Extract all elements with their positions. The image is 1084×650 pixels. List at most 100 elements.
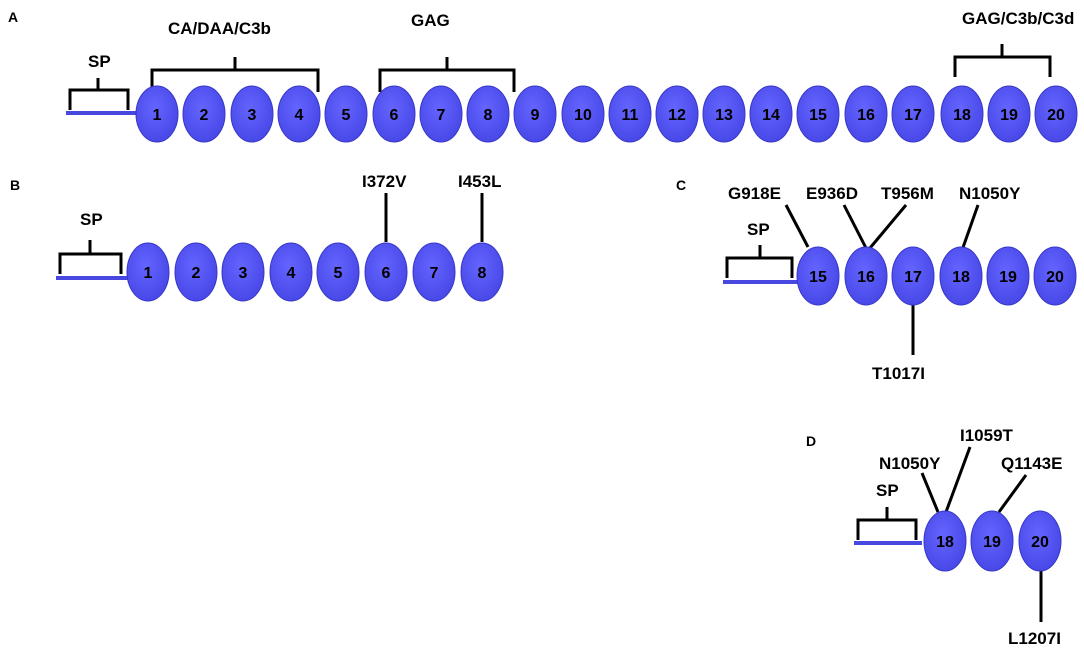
region-gag: GAG (378, 11, 516, 92)
domain-a-2-label: 2 (200, 107, 209, 124)
panel-letter-d: D (806, 433, 816, 449)
domain-b-3: 3 (221, 242, 265, 302)
mutation-d-l1207i: L1207I (1008, 570, 1061, 648)
domain-b-7-body (412, 242, 456, 302)
domain-a-19-body (987, 85, 1031, 143)
domain-a-12-body (655, 85, 699, 143)
mutation-c-t1017i: T1017I (872, 305, 925, 383)
domain-a-7-label: 7 (437, 107, 446, 124)
domain-c-16-body (844, 246, 888, 306)
mutation-label-c-t1017i: T1017I (872, 364, 925, 383)
mutation-label-c-g918e: G918E (728, 184, 781, 203)
domain-a-5-label: 5 (342, 107, 351, 124)
domain-a-18: 18 (940, 85, 984, 143)
mutation-c-t956m: T956M (868, 184, 934, 249)
domain-b-2-label: 2 (192, 265, 201, 282)
panel-b: B SP I372V I453L 1 2 3 4 5 6 7 8 (10, 172, 504, 302)
domain-a-2-body (182, 85, 226, 143)
domain-c-18-body (939, 246, 983, 306)
domain-d-18-label: 18 (936, 534, 954, 551)
sp-label-d: SP (876, 481, 899, 500)
domain-a-17-label: 17 (904, 107, 922, 124)
domain-c-15-label: 15 (809, 269, 827, 286)
mutation-label-c-e936d: E936D (806, 184, 858, 203)
panel-letter-a: A (8, 9, 18, 25)
domain-c-15: 15 (796, 246, 840, 306)
domain-a-12-label: 12 (668, 107, 686, 124)
panel-letter-b: B (10, 177, 20, 193)
region-cadaac3b: CA/DAA/C3b (150, 19, 320, 92)
domain-c-20-body (1033, 246, 1077, 306)
domain-a-9-label: 9 (531, 107, 540, 124)
domain-a-3-body (230, 85, 274, 143)
domain-a-4-label: 4 (295, 107, 304, 124)
signal-peptide-b: SP (56, 210, 128, 280)
domain-b-3-label: 3 (239, 265, 248, 282)
domain-d-19: 19 (970, 510, 1014, 572)
mutation-stick-c-e936d (842, 204, 868, 249)
domain-a-20-body (1034, 85, 1078, 143)
domain-a-9: 9 (513, 85, 557, 143)
domain-c-20-label: 20 (1046, 269, 1064, 286)
domain-b-7-label: 7 (430, 265, 439, 282)
domain-a-14-label: 14 (762, 107, 780, 124)
panel-d: D SP N1050Y I1059T Q1143E L1207I 18 19 2… (806, 426, 1062, 648)
domain-a-17: 17 (891, 85, 935, 143)
domain-a-11-label: 11 (622, 107, 639, 124)
domain-b-4: 4 (269, 242, 313, 302)
domain-a-1-label: 1 (153, 107, 162, 124)
domain-d-20-label: 20 (1031, 534, 1049, 551)
domain-a-20-label: 20 (1047, 107, 1065, 124)
mutation-c-n1050y: N1050Y (958, 184, 1021, 257)
mutation-b-i372v: I372V (362, 172, 407, 242)
domain-b-1-body (126, 242, 170, 302)
domain-c-20: 20 (1033, 246, 1077, 306)
domain-a-19: 19 (987, 85, 1031, 143)
domain-c-17-body (891, 246, 935, 306)
domain-a-16: 16 (844, 85, 888, 143)
domain-b-5: 5 (316, 242, 360, 302)
sp-brace-d (856, 507, 918, 540)
region-brace-gagc3bc3d (953, 44, 1052, 77)
domain-c-19: 19 (986, 246, 1030, 306)
domain-a-4: 4 (277, 85, 321, 143)
domain-a-19-label: 19 (1000, 107, 1018, 124)
domain-d-18-body (923, 510, 967, 572)
domain-a-14: 14 (749, 85, 793, 143)
mutation-label-d-i1059t: I1059T (960, 426, 1014, 445)
domain-a-4-body (277, 85, 321, 143)
domain-c-19-body (986, 246, 1030, 306)
domain-a-10: 10 (561, 85, 605, 143)
mutation-stick-d-i1059t (944, 446, 972, 513)
mutation-b-i453l: I453L (458, 172, 501, 242)
domain-a-5-body (324, 85, 368, 143)
domain-a-3: 3 (230, 85, 274, 143)
mutation-stick-c-g918e (784, 204, 810, 248)
mutation-stick-d-n1050y (920, 472, 940, 513)
mutation-label-d-q1143e: Q1143E (1001, 454, 1062, 473)
signal-peptide-d: SP (854, 481, 922, 545)
domain-a-8-body (466, 85, 510, 143)
region-gagc3bc3d: GAG/C3b/C3d (953, 9, 1074, 77)
domain-a-6-body (372, 85, 416, 143)
sp-label-a: SP (88, 52, 111, 71)
domain-c-17-label: 17 (904, 269, 922, 286)
domain-b-1: 1 (126, 242, 170, 302)
domain-a-10-label: 10 (574, 107, 592, 124)
sp-brace-a (68, 78, 130, 110)
mutation-label-b-i453l: I453L (458, 172, 501, 191)
signal-peptide-a: SP (66, 52, 136, 115)
mutation-label-c-n1050y: N1050Y (959, 184, 1021, 203)
domain-c-18-label: 18 (952, 269, 970, 286)
mutation-d-q1143e: Q1143E (997, 454, 1062, 513)
domain-a-11: 11 (608, 85, 652, 143)
domain-b-2: 2 (174, 242, 218, 302)
mutation-d-n1050y: N1050Y (879, 454, 941, 513)
domain-b-7: 7 (412, 242, 456, 302)
region-label-cadaac3b: CA/DAA/C3b (168, 19, 271, 38)
sp-label-b: SP (80, 210, 103, 229)
domain-row-d: 18 19 20 (923, 510, 1062, 572)
signal-peptide-c: SP (723, 220, 798, 284)
domain-c-16: 16 (844, 246, 888, 306)
